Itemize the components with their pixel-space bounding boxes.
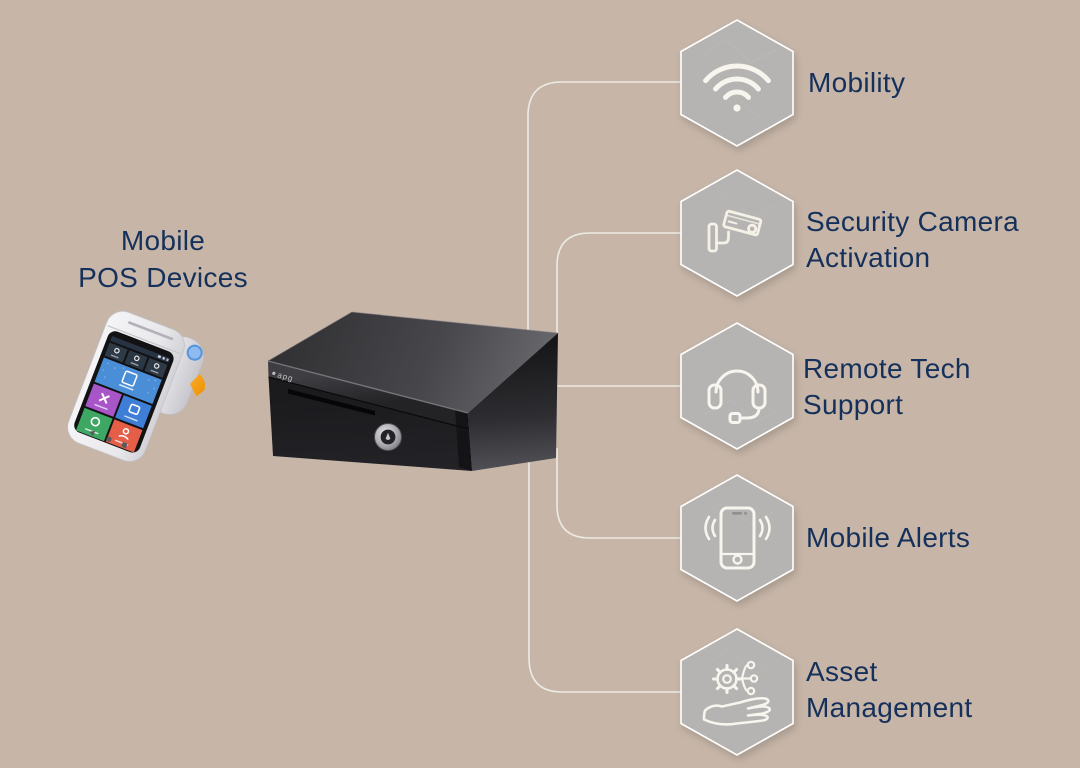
printer-seam	[107, 325, 181, 355]
cash-drawer-rail	[268, 361, 469, 429]
drawer-rail-seam	[268, 376, 469, 430]
drawer-edge-highlight	[267, 360, 469, 414]
connector-line-asset-mgmt	[528, 448, 681, 693]
cash-drawer-illustration: apg	[267, 311, 559, 471]
feature-label-remote-tech: Remote Tech Support	[803, 353, 971, 420]
feature-label-mobility: Mobility	[808, 67, 906, 98]
device-screen	[75, 336, 171, 453]
cash-drawer-frame-edge	[455, 409, 472, 471]
device-side-button	[186, 344, 203, 361]
hexagon-shape	[680, 19, 794, 147]
bill-slot	[288, 389, 375, 416]
printer-slot	[128, 321, 174, 341]
device-nav-buttons	[89, 430, 128, 449]
hexagon-shape	[680, 169, 794, 297]
wifi-icon	[703, 63, 771, 112]
connector-line-security-camera	[556, 232, 681, 334]
cash-drawer-brand-text: apg	[276, 370, 294, 383]
connector-lines	[527, 81, 681, 693]
key-lock	[374, 423, 402, 451]
cash-drawer-side	[468, 333, 558, 471]
smartphone-icon	[704, 506, 771, 570]
drawer-back-edge	[351, 311, 559, 334]
feature-label-security-camera: Security Camera Activation	[806, 206, 1020, 273]
feature-hexagon-remote-tech	[680, 322, 794, 450]
security-camera-icon	[707, 209, 763, 253]
feature-label-mobile-alerts: Mobile Alerts	[806, 522, 971, 553]
connector-line-mobile-alerts	[556, 448, 681, 539]
hexagon-shape	[680, 628, 794, 756]
cash-drawer-brand: apg	[272, 370, 295, 383]
hexagon-shape	[680, 322, 794, 450]
pointer-arrow-icon	[190, 374, 205, 397]
cash-drawer-top	[268, 312, 558, 413]
feature-hexagon-asset-management	[680, 628, 794, 756]
pos-device-label: Mobile POS Devices	[78, 225, 248, 293]
hand-gear-icon	[702, 660, 772, 726]
drawer-left-edge	[267, 311, 353, 362]
feature-label-asset-mgmt: Asset Management	[806, 656, 973, 723]
feature-hexagon-mobility	[680, 19, 794, 147]
feature-hexagon-security-camera	[680, 169, 794, 297]
feature-hexagon-mobile-alerts	[680, 474, 794, 602]
headset-icon	[707, 369, 767, 424]
mobile-pos-device-illustration	[67, 310, 205, 462]
hexagon-shape	[680, 474, 794, 602]
connector-line-mobility	[527, 81, 681, 356]
